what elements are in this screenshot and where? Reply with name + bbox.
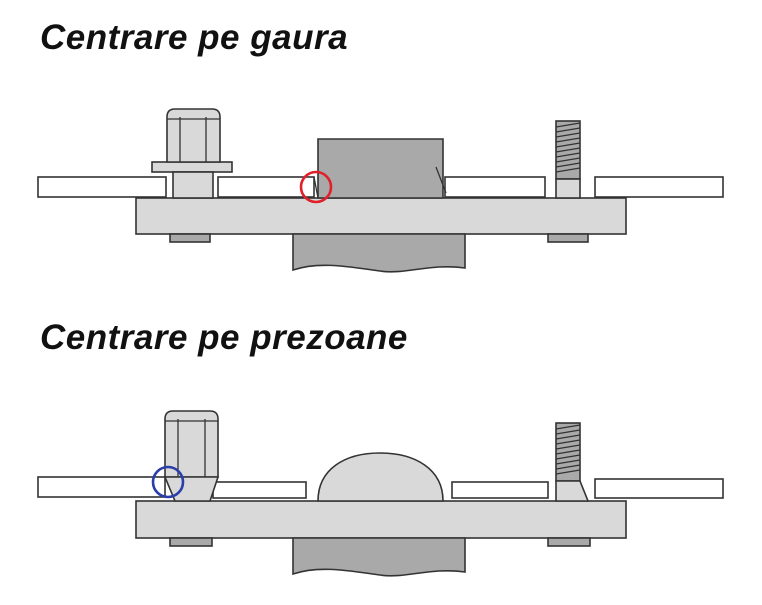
hub-body <box>292 233 466 273</box>
lug-bolt-head <box>166 108 221 163</box>
title-hub-centering: Centrare pe gaura <box>40 18 349 57</box>
red-circle-marker <box>299 170 333 204</box>
bolt-end-left <box>169 233 211 243</box>
diagram-hub-centering <box>37 108 724 273</box>
wheel-plate-right <box>594 478 724 499</box>
hub-pilot-chamfer <box>435 166 447 194</box>
wheel-plate-left <box>37 476 166 498</box>
wheel-plate-mid-right <box>451 481 549 499</box>
lug-bolt-conical-seat <box>163 476 220 502</box>
title-stud-centering: Centrare pe prezoane <box>40 318 408 357</box>
stud-threads <box>555 424 581 475</box>
diagram-stud-centering <box>37 410 724 577</box>
hub-body <box>292 537 466 577</box>
hub-pilot <box>317 138 444 199</box>
contact-mark <box>313 176 319 199</box>
stud-shank <box>555 178 581 199</box>
wheel-plate-mid-left <box>217 176 315 198</box>
lug-bolt-shank <box>172 171 214 199</box>
bolt-end-right <box>547 233 589 243</box>
wheel-plate-mid-left <box>212 481 307 499</box>
bolt-end-left <box>169 537 213 547</box>
blue-circle-marker <box>151 465 185 499</box>
hub-dome <box>317 452 444 502</box>
bolt-end-right <box>547 537 591 547</box>
hub-flange <box>135 197 627 235</box>
hub-flange <box>135 500 627 539</box>
wheel-plate-right <box>594 176 724 198</box>
lug-bolt-washer <box>151 161 233 173</box>
wheel-plate-mid-right <box>444 176 546 198</box>
wheel-plate-left <box>37 176 167 198</box>
stud-shank <box>555 480 590 502</box>
stud-threads <box>555 122 581 173</box>
